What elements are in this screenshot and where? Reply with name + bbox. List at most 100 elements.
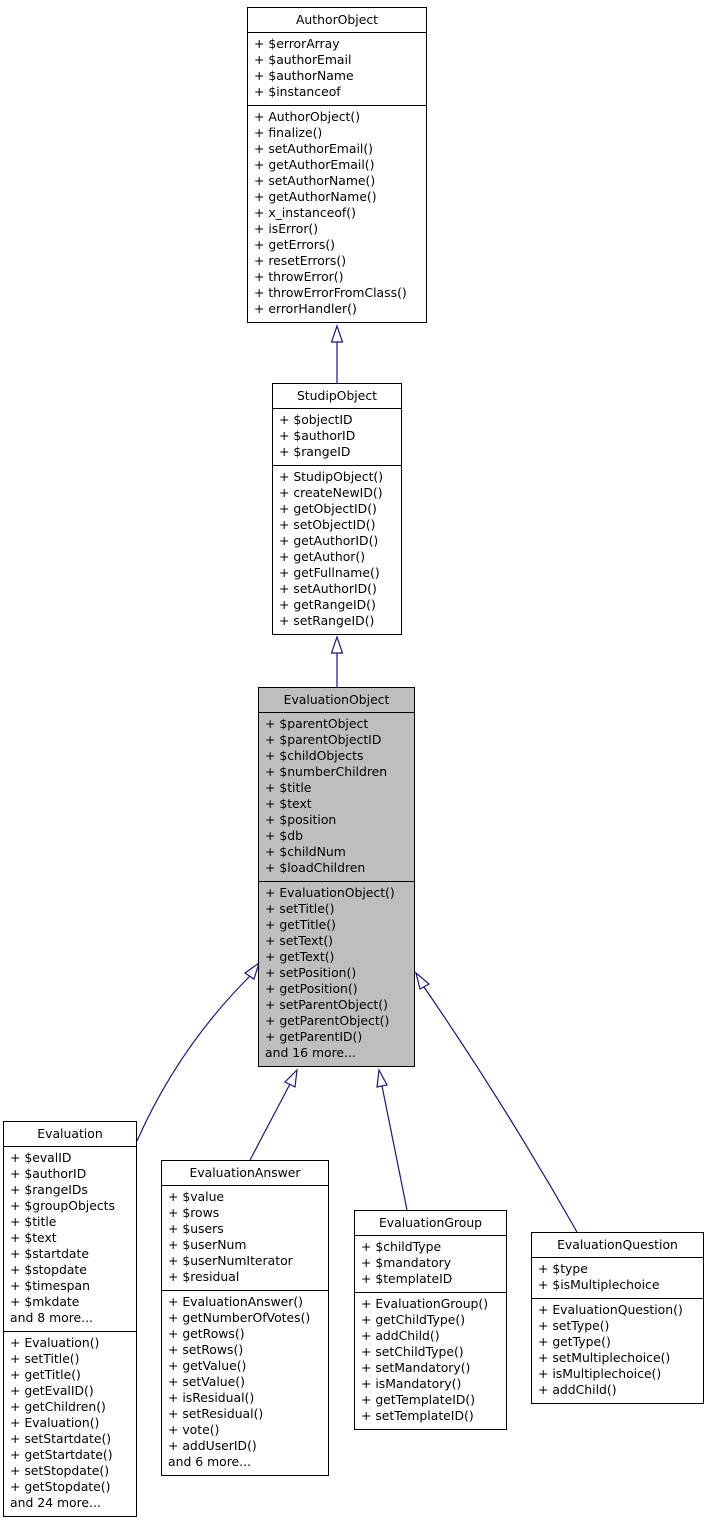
member-row: + x_instanceof() (254, 205, 356, 220)
member-row: + setAuthorID() (279, 581, 377, 596)
member-row: + Evaluation() (10, 1335, 100, 1350)
class-title: EvaluationQuestion (532, 1233, 703, 1258)
class-methods: + EvaluationGroup()+ getChildType()+ add… (355, 1293, 506, 1429)
edge-evaluationgroup-to-evaluationobject (376, 1068, 408, 1211)
class-box-evaluationquestion[interactable]: EvaluationQuestion + $type+ $isMultiplec… (531, 1232, 704, 1404)
class-title: EvaluationGroup (355, 1211, 506, 1236)
member-row: + $text (265, 796, 312, 811)
member-row: + setValue() (168, 1374, 245, 1389)
member-row: + $templateID (361, 1271, 453, 1286)
member-row: + getValue() (168, 1358, 247, 1373)
member-row: + setTitle() (265, 901, 335, 916)
member-row: + setType() (538, 1318, 610, 1333)
class-box-evaluationobject[interactable]: EvaluationObject + $parentObject+ $paren… (258, 687, 415, 1067)
member-row: + $mandatory (361, 1255, 452, 1270)
member-row: + getTitle() (265, 917, 336, 932)
member-row: + $rangeIDs (10, 1182, 88, 1197)
member-row: + $errorArray (254, 36, 340, 51)
member-row: + addChild() (361, 1328, 440, 1343)
member-row: + $parentObject (265, 716, 369, 731)
member-row: + $instanceof (254, 84, 341, 99)
class-attributes: + $evalID+ $authorID+ $rangeIDs+ $groupO… (4, 1147, 136, 1332)
generalization-arrowhead (376, 1068, 388, 1088)
member-row: + EvaluationQuestion() (538, 1302, 683, 1317)
member-row: + getParentObject() (265, 1013, 390, 1028)
member-row: + $evalID (10, 1150, 72, 1165)
member-row: + EvaluationObject() (265, 885, 395, 900)
member-row: + $childObjects (265, 748, 364, 763)
member-row: + $parentObjectID (265, 732, 382, 747)
member-row: + getAuthorName() (254, 189, 377, 204)
member-row: + errorHandler() (254, 301, 357, 316)
member-row: + setAuthorName() (254, 173, 376, 188)
member-row: + $authorEmail (254, 52, 352, 67)
member-row: + $groupObjects (10, 1198, 115, 1213)
member-row: + getStopdate() (10, 1479, 111, 1494)
member-row: + isResidual() (168, 1390, 255, 1405)
class-box-studipobject[interactable]: StudipObject + $objectID+ $authorID+ $ra… (272, 383, 402, 635)
member-row: + isError() (254, 221, 319, 236)
class-methods: + Evaluation()+ setTitle()+ getTitle()+ … (4, 1332, 136, 1516)
member-row: + $authorName (254, 68, 354, 83)
member-row: + $startdate (10, 1246, 90, 1261)
member-row: + $userNum (168, 1237, 247, 1252)
member-row: + setMultiplechoice() (538, 1350, 671, 1365)
generalization-arrowhead (414, 971, 431, 990)
member-row: + addChild() (538, 1382, 617, 1397)
member-row: + AuthorObject() (254, 109, 361, 124)
class-attributes: + $parentObject+ $parentObjectID+ $child… (259, 713, 414, 882)
class-title: AuthorObject (248, 8, 426, 33)
member-row: + getRangeID() (279, 597, 376, 612)
member-row: + setMandatory() (361, 1360, 471, 1375)
edge-evaluationanswer-to-evaluationobject (249, 1068, 298, 1161)
member-row: + setParentObject() (265, 997, 388, 1012)
member-row: + $type (538, 1261, 588, 1276)
class-box-evaluation[interactable]: Evaluation + $evalID+ $authorID+ $rangeI… (3, 1121, 137, 1517)
generalization-arrowhead (243, 961, 261, 980)
member-row: + getNumberOfVotes() (168, 1310, 311, 1325)
class-title: StudipObject (273, 384, 401, 409)
member-row: + setResidual() (168, 1406, 264, 1421)
member-row: + $residual (168, 1269, 240, 1284)
member-row: + setText() (265, 933, 333, 948)
edge-evaluationobject-to-studipobject (330, 635, 344, 687)
edge-evaluationquestion-to-evaluationobject (414, 971, 578, 1233)
member-row: + setPosition() (265, 965, 357, 980)
member-row: + addUserID() (168, 1438, 257, 1453)
member-row: + setObjectID() (279, 517, 376, 532)
member-row: + getType() (538, 1334, 611, 1349)
member-row: + $db (265, 828, 303, 843)
member-row: + EvaluationGroup() (361, 1296, 489, 1311)
member-row: + getFullname() (279, 565, 380, 580)
member-row: + $objectID (279, 412, 353, 427)
class-box-evaluationanswer[interactable]: EvaluationAnswer + $value+ $rows+ $users… (161, 1160, 329, 1476)
member-row: + setStopdate() (10, 1463, 110, 1478)
member-row: + getAuthorEmail() (254, 157, 375, 172)
member-row: + $numberChildren (265, 764, 388, 779)
class-box-authorobject[interactable]: AuthorObject + $errorArray+ $authorEmail… (247, 7, 427, 323)
member-row: + getErrors() (254, 237, 335, 252)
class-attributes: + $type+ $isMultiplechoice (532, 1258, 703, 1299)
class-methods: + StudipObject()+ createNewID()+ getObje… (273, 466, 401, 634)
member-row: and 6 more... (168, 1454, 251, 1469)
member-row: + getTemplateID() (361, 1392, 476, 1407)
member-row: and 16 more... (265, 1045, 356, 1060)
member-row: + createNewID() (279, 485, 383, 500)
member-row: + $stopdate (10, 1262, 87, 1277)
member-row: + $users (168, 1221, 224, 1236)
class-box-evaluationgroup[interactable]: EvaluationGroup + $childType+ $mandatory… (354, 1210, 507, 1430)
member-row: + isMultiplechoice() (538, 1366, 662, 1381)
member-row: + setAuthorEmail() (254, 141, 374, 156)
member-row: + isMandatory() (361, 1376, 462, 1391)
member-row: + $rows (168, 1205, 220, 1220)
class-title: EvaluationAnswer (162, 1161, 328, 1186)
member-row: + setTemplateID() (361, 1408, 474, 1423)
member-row: + throwError() (254, 269, 344, 284)
generalization-arrowhead (330, 635, 344, 654)
member-row: + $timespan (10, 1278, 90, 1293)
class-attributes: + $value+ $rows+ $users+ $userNum+ $user… (162, 1186, 328, 1291)
member-row: + $position (265, 812, 337, 827)
member-row: + $isMultiplechoice (538, 1277, 660, 1292)
member-row: + $rangeID (279, 444, 351, 459)
member-row: + setRangeID() (279, 613, 375, 628)
